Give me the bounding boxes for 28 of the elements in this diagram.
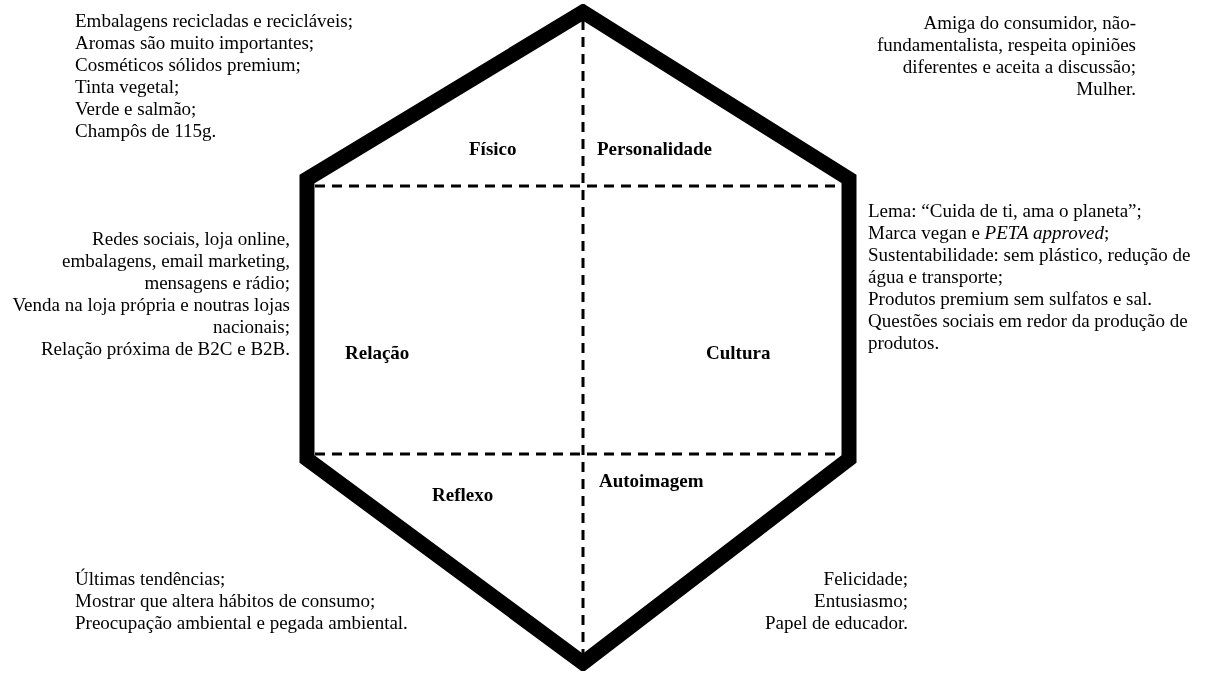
description-text: Preocupação ambiental e pegada ambiental. — [75, 612, 409, 634]
description-text: Sustentabilidade: sem plástico, redução de água e transporte; — [868, 244, 1192, 288]
description-text: Papel de educador. — [764, 612, 908, 634]
description-text: Felicidade; — [822, 568, 908, 590]
description-text: Tinta vegetal; — [75, 76, 181, 98]
description-text: Aromas são muito importantes; — [75, 32, 316, 54]
description-text: Venda na loja própria e noutras lojas nacionais; — [11, 294, 290, 338]
description-text: Redes sociais, loja online, embalagens, email marketing, mensagens e rádio; — [61, 228, 290, 294]
description-text: Verde e salmão; — [75, 98, 198, 120]
description-text: Entusiasmo; — [813, 590, 908, 612]
description-text: Mulher. — [1075, 78, 1136, 100]
description-text: Embalagens recicladas e recicláveis; — [75, 10, 354, 32]
facet-label: Reflexo — [432, 484, 494, 506]
facet-label: Relação — [345, 342, 410, 364]
description-text: Questões sociais em redor da produção de produtos. — [868, 310, 1189, 354]
facet-label: Autoimagem — [599, 470, 704, 492]
description-text: Champôs de 115g. — [75, 120, 218, 142]
facet-label: Personalidade — [597, 138, 713, 160]
description-text: Produtos premium sem sulfatos e sal. — [868, 288, 1153, 310]
facet-label: Cultura — [706, 342, 771, 364]
description-text: Mostrar que altera hábitos de consumo; — [75, 590, 377, 612]
description-text: Amiga do consumidor, não-fundamentalista, respeita opiniões diferentes e aceita a discussão; — [875, 12, 1136, 78]
description-text: Lema: “Cuida de ti, ama o planeta”; — [868, 200, 1143, 222]
description-text: Relação próxima de B2C e B2B. — [39, 338, 290, 360]
description-text: Marca vegan e PETA approved; — [868, 222, 1111, 244]
description-text: Cosméticos sólidos premium; — [75, 54, 302, 76]
description-text: Últimas tendências; — [75, 568, 227, 590]
facet-label: Físico — [469, 138, 517, 160]
